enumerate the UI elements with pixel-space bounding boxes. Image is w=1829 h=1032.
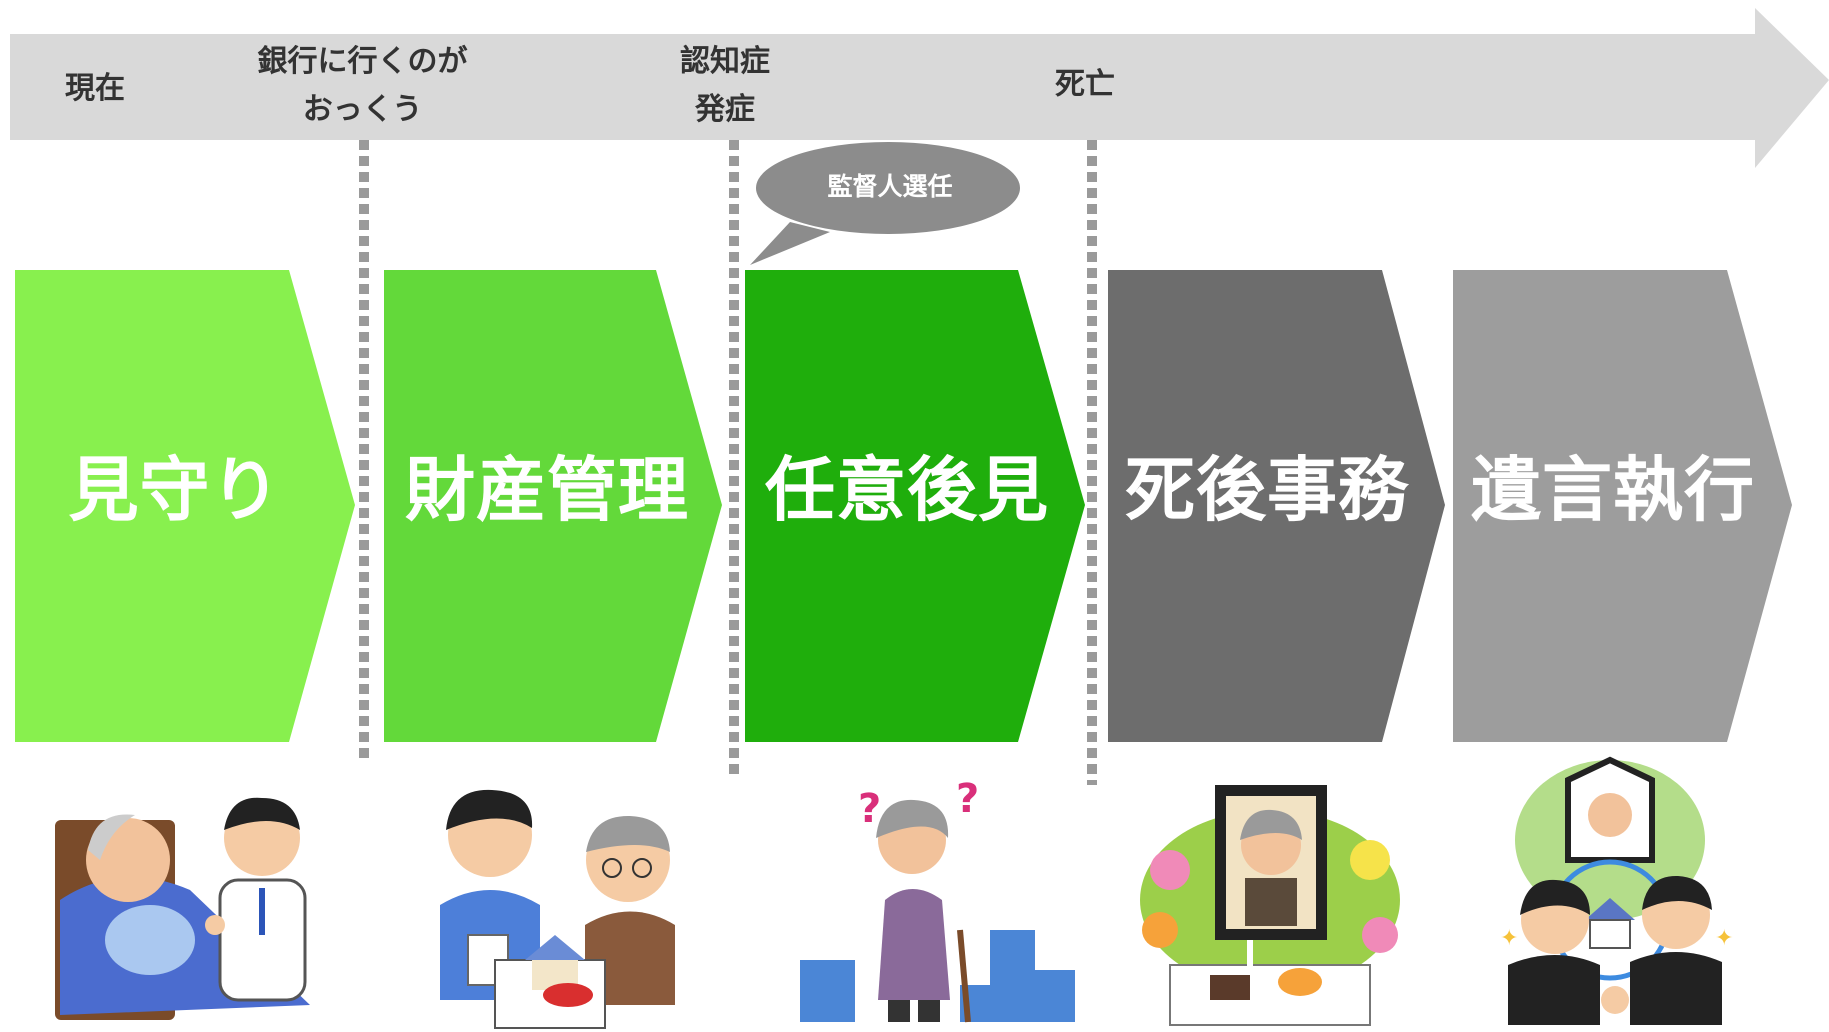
stage-title-3: 任意後見 [765, 449, 1049, 531]
stage-title-4: 死後事務 [1125, 449, 1409, 531]
svg-text:?: ? [956, 776, 979, 822]
heirs-shaking-hands-illustration: ✦ ✦ [1500, 756, 1733, 1025]
svg-text:✦: ✦ [1500, 926, 1518, 951]
stage-chevron-2 [384, 270, 722, 742]
svg-text:?: ? [858, 786, 881, 832]
stage-chevron-5 [1453, 270, 1792, 742]
timeline-marker-dementia: 認知症 発症 [650, 38, 800, 134]
stage-title-5: 遺言執行 [1471, 449, 1755, 531]
svg-text:✦: ✦ [1715, 926, 1733, 951]
timeline-marker-dementia-line1: 認知症 [680, 44, 770, 79]
stage-chevron-3 [745, 270, 1085, 742]
timeline-marker-bank-line2: おっくう [302, 92, 423, 127]
confused-elderly-woman-with-cane-illustration: ? ? [800, 776, 1075, 1023]
timeline-marker-death-line1: 死亡 [1055, 67, 1115, 102]
timeline-arrow [10, 8, 1829, 168]
timeline-marker-dementia-line2: 発症 [695, 92, 755, 127]
timeline-marker-bank-line1: 銀行に行くのが [257, 44, 468, 79]
funeral-altar-with-portrait-illustration [1140, 785, 1400, 1026]
callout-supervisor-appointment: 監督人選任 [827, 172, 953, 201]
stage-chevron-1 [15, 270, 355, 742]
callout-bubble [750, 142, 1020, 265]
timeline-marker-now: 現在 [40, 62, 150, 116]
elderly-in-bed-with-doctor-illustration [55, 797, 310, 1020]
timeline-marker-now-line1: 現在 [65, 71, 125, 106]
stage-chevron-4 [1108, 270, 1445, 742]
timeline-marker-death: 死亡 [1030, 58, 1140, 112]
timeline-marker-bank: 銀行に行くのが おっくう [225, 38, 500, 134]
man-with-elderly-and-assets-illustration [440, 789, 675, 1029]
stage-title-1: 見守り [68, 449, 282, 531]
stage-title-2: 財産管理 [405, 449, 689, 531]
